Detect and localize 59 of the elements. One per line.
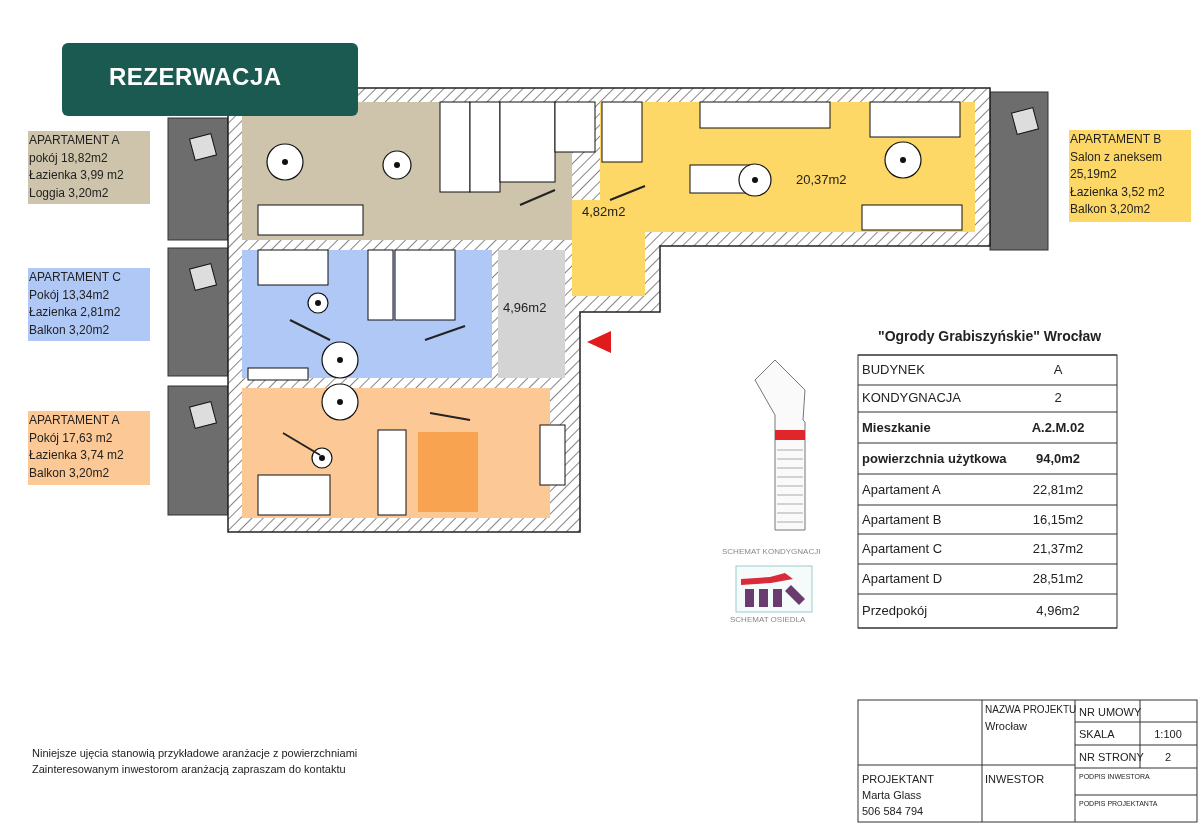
schematic-caption: SCHEMAT KONDYGNACJI <box>722 546 821 557</box>
table-text: powierzchnia użytkowa <box>862 451 1007 467</box>
room-area-text: Łazienka 3,99 m2 <box>29 167 124 184</box>
table-text: KONDYGNACJA <box>862 390 961 406</box>
title-block-text: INWESTOR <box>985 772 1045 786</box>
title-block-text: NR UMOWY <box>1079 705 1142 719</box>
apartment-info-panel <box>28 411 150 485</box>
title-block-text: Wrocław <box>985 719 1027 733</box>
table-text: 16,15m2 <box>1032 512 1084 528</box>
table-text: A.2.M.02 <box>1031 420 1085 436</box>
room-area-label: 4,96m2 <box>503 300 547 316</box>
table-text: 94,0m2 <box>1035 451 1081 467</box>
title-block-text: 1:100 <box>1154 727 1182 741</box>
title-block-text: 2 <box>1164 750 1172 764</box>
table-text: 4,96m2 <box>1036 603 1080 619</box>
note-text: Niniejsze ujęcia stanowią przykładowe aranżacje z powierzchniami <box>32 746 358 760</box>
room-area-text: pokój 18,82m2 <box>29 149 108 167</box>
room-area-text: Łazienka 2,81m2 <box>29 304 121 321</box>
room-area-text: Balkon 3,20m2 <box>29 464 110 482</box>
room-area-text: Pokój 17,63 m2 <box>29 429 113 447</box>
apartment-info-panel <box>28 131 150 204</box>
room-area-label: 4,82m2 <box>582 204 626 220</box>
title-block-text: NAZWA PROJEKTU <box>985 703 1077 716</box>
title-block-text: PROJEKTANT <box>862 772 934 786</box>
title-block-text: SKALA <box>1079 727 1115 741</box>
table-text: 2 <box>1054 390 1062 406</box>
apartment-heading: APARTAMENT A <box>29 132 120 149</box>
table-text: Apartament D <box>862 571 943 587</box>
table-text: Apartament B <box>862 512 942 528</box>
table-text: Apartament C <box>862 541 943 557</box>
title-block-text: NR STRONY <box>1079 750 1144 764</box>
table-text: Przedpokój <box>862 603 928 619</box>
apartment-heading: APARTAMENT C <box>29 269 121 286</box>
apartment-info-panel <box>28 268 150 341</box>
room-area-text: Salon z aneksem 25,19m2 <box>1070 148 1164 183</box>
note-text: Zainteresowanym inwestorom aranżacją zapraszam do kontaktu <box>32 762 346 776</box>
apartment-heading: APARTAMENT B <box>1070 131 1162 148</box>
table-text: 22,81m2 <box>1032 482 1084 498</box>
room-area-text: Łazienka 3,52 m2 <box>1070 183 1165 201</box>
room-area-text: Loggia 3,20m2 <box>29 184 109 202</box>
table-text: Apartament A <box>862 482 941 498</box>
apartment-info-panel <box>1069 130 1191 222</box>
reservation-banner <box>62 43 358 116</box>
title-block-text: Marta Glass <box>862 788 922 802</box>
table-text: 21,37m2 <box>1032 541 1084 557</box>
plan-title: "Ogrody Grabiszyńskie" Wrocław <box>878 328 1102 344</box>
room-area-text: Balkon 3,20m2 <box>1070 201 1151 218</box>
schematic-caption: SCHEMAT OSIEDLA <box>730 614 806 625</box>
table-text: A <box>1053 362 1063 378</box>
table-text: 28,51m2 <box>1032 571 1084 587</box>
banner-text: REZERWACJA <box>109 62 282 92</box>
room-area-label: 20,37m2 <box>796 172 847 188</box>
room-area-text: Łazienka 3,74 m2 <box>29 447 124 464</box>
table-text: Mieszkanie <box>862 420 931 436</box>
room-area-text: Balkon 3,20m2 <box>29 321 110 339</box>
room-area-text: Pokój 13,34m2 <box>29 286 110 304</box>
table-text: BUDYNEK <box>862 362 925 378</box>
apartment-heading: APARTAMENT A <box>29 412 120 429</box>
title-block-text: 506 584 794 <box>862 804 924 818</box>
